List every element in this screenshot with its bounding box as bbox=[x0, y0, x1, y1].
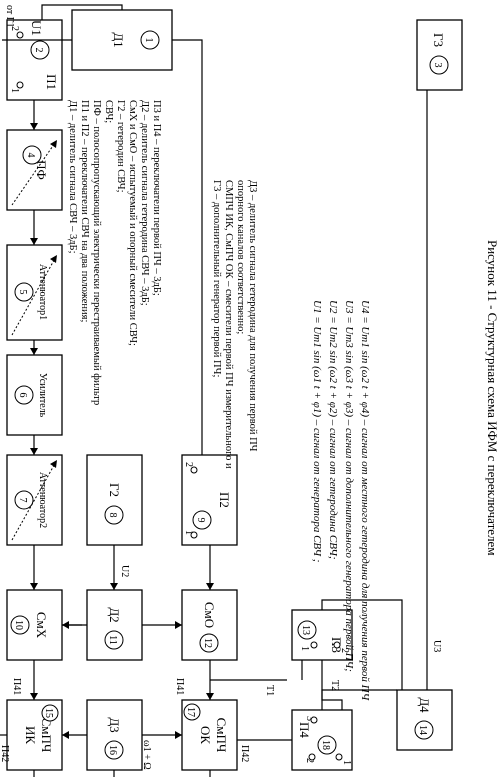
block-p1-pos1: 1 bbox=[9, 88, 20, 93]
label-t1: Т1 bbox=[264, 685, 275, 696]
block-pf-num: 4 bbox=[25, 153, 36, 158]
block-d3-label: Д3 bbox=[107, 717, 122, 732]
block-smpchik-label2: ИК bbox=[23, 726, 38, 744]
block-att1-label: Аттенюатор1 bbox=[37, 264, 48, 320]
block-d3-rect bbox=[86, 699, 143, 771]
legend-top-line: Д1 – делитель сигнала СВЧ – 3дБ; bbox=[67, 100, 78, 254]
block-p1-label: П1 bbox=[44, 74, 59, 90]
label-p42-left: П42 bbox=[0, 745, 10, 762]
tuning-arrows-main bbox=[11, 139, 58, 541]
figure-caption: Рисунок 11 - Структурная схема ИФМ с пер… bbox=[485, 240, 500, 556]
label-omega: ω1 + Ω bbox=[141, 740, 152, 770]
legend-mid-line: Г3 – дополнительный генератор первой ПЧ; bbox=[211, 180, 222, 377]
label-p41-left: П41 bbox=[11, 678, 22, 695]
legend-mid: Г3 – дополнительный генератор первой ПЧ;… bbox=[211, 180, 258, 469]
formula-line: U2 = Um2 sin (ω2 t + φ2) – сигнал от гет… bbox=[327, 300, 339, 560]
block-g3-num: 3 bbox=[432, 63, 443, 68]
switch-contacts bbox=[16, 31, 343, 761]
block-d4-rect bbox=[396, 689, 453, 751]
block-g2-num: 8 bbox=[107, 513, 118, 518]
block-amp-num: 6 bbox=[17, 393, 28, 398]
block-g3-label: Г3 bbox=[431, 33, 446, 47]
formulas: U1 = Um1 sin (ω1 t + φ1) – сигнал от ген… bbox=[311, 300, 371, 702]
formula-line: U1 = Um1 sin (ω1 t + φ1) – сигнал от ген… bbox=[311, 300, 323, 562]
legend-top-line: Г2 – гетеродин СВЧ; bbox=[115, 100, 126, 193]
block-d4-label: Д4 bbox=[417, 697, 432, 713]
block-amp-label: Усилитель bbox=[37, 373, 48, 418]
legend-top-line: Д2 – делитель сигнала гетеродина СВЧ – 3… bbox=[139, 100, 150, 306]
formula-line: U4 = Um1 sin (ω2 t + φ4) – сигнал от мес… bbox=[359, 300, 371, 702]
legend-mid-line: опорного каналов соответственно; bbox=[235, 180, 246, 334]
block-p2-num: 9 bbox=[195, 518, 206, 523]
block-smx-num: 10 bbox=[13, 620, 24, 630]
block-pf-label: ПФ bbox=[34, 160, 49, 180]
block-p2-pos1: 1 bbox=[183, 530, 194, 535]
block-att2-num: 7 bbox=[17, 498, 28, 503]
label-p41-right: П41 bbox=[174, 678, 185, 695]
legend-mid-line: Д3 – делитель сигнала гетеродина для пол… bbox=[247, 180, 258, 452]
block-d3-num: 16 bbox=[107, 745, 118, 755]
legend-top-line: СВЧ; bbox=[103, 100, 114, 123]
block-d1-label: Д1 bbox=[111, 32, 126, 47]
legend-top-line: П3 и П4 – переключатели первой ПЧ – 3дБ; bbox=[151, 100, 162, 296]
block-smpchok-label1: СмПЧ bbox=[214, 718, 229, 753]
block-smx-label: СмХ bbox=[34, 612, 49, 639]
block-p4-pos1: 1 bbox=[341, 760, 352, 765]
block-p2-label: П2 bbox=[217, 492, 232, 508]
block-p4-num: 18 bbox=[320, 740, 331, 750]
block-d2-num: 11 bbox=[107, 635, 118, 645]
block-g3-rect bbox=[416, 19, 463, 91]
block-d1-num: 1 bbox=[143, 38, 154, 43]
legend-top-line: ПФ – полосопропускающий электрически пер… bbox=[91, 100, 102, 405]
legend-top: Д1 – делитель сигнала СВЧ – 3дБ; П1 и П2… bbox=[67, 100, 162, 405]
label-u1: U1 bbox=[29, 20, 44, 36]
block-p4-label: П4 bbox=[297, 722, 312, 738]
block-d1-numcircle bbox=[140, 30, 160, 50]
label-u2: U2 bbox=[119, 565, 130, 577]
block-att1-num: 5 bbox=[17, 290, 28, 295]
block-g2-label: Г2 bbox=[107, 483, 122, 497]
label-p42-right: П42 bbox=[239, 745, 250, 762]
block-smo-label: СмО bbox=[202, 602, 217, 628]
legend-mid-line: СМПЧ ИК, СмПЧ ОК – смесители первой ПЧ и… bbox=[223, 180, 234, 469]
formula-line: U3 = Um3 sin (ω3 t + φ3) – сигнал от доп… bbox=[343, 300, 355, 672]
block-p3-num: 13 bbox=[300, 625, 311, 635]
block-p4-pos2: 2 bbox=[304, 758, 315, 763]
block-p4-pos3: 3 bbox=[304, 716, 315, 721]
label-u3: U3 bbox=[431, 640, 442, 652]
block-smpchok-num: 17 bbox=[185, 707, 196, 717]
block-att2-label: Аттенюатор2 bbox=[37, 472, 48, 528]
block-p1-pos2: 2 bbox=[9, 26, 20, 31]
block-smpchik-label1: СмПЧ bbox=[39, 718, 54, 753]
block-smo-num: 12 bbox=[202, 638, 213, 648]
block-smpchik-num: 15 bbox=[43, 708, 54, 718]
block-p3-pos1: 1 bbox=[299, 646, 310, 651]
block-d2-rect bbox=[86, 589, 143, 661]
block-p3-pos2: 2 bbox=[339, 648, 350, 653]
legend-top-line: СмХ и СмО – испытуемый и опорный смесите… bbox=[127, 100, 138, 346]
block-p1-num: 2 bbox=[33, 48, 44, 53]
block-d2-label: Д2 bbox=[107, 607, 122, 622]
label-t2: Т2 bbox=[329, 680, 340, 691]
block-g2-rect bbox=[86, 454, 143, 546]
legend-top-line: П1 и П2 – переключатели СВЧ на два полож… bbox=[79, 100, 90, 323]
block-smpchok-label2: ОК bbox=[198, 726, 213, 744]
signal-labels: U1 от Г1 U2 U3 Т1 Т2 П41 П41 П42 П42 ω1 … bbox=[0, 5, 442, 770]
connections bbox=[0, 4, 428, 777]
block-d4-num: 14 bbox=[417, 725, 428, 735]
label-from-g1: от Г1 bbox=[4, 5, 15, 28]
block-p2-pos2: 2 bbox=[183, 462, 194, 467]
